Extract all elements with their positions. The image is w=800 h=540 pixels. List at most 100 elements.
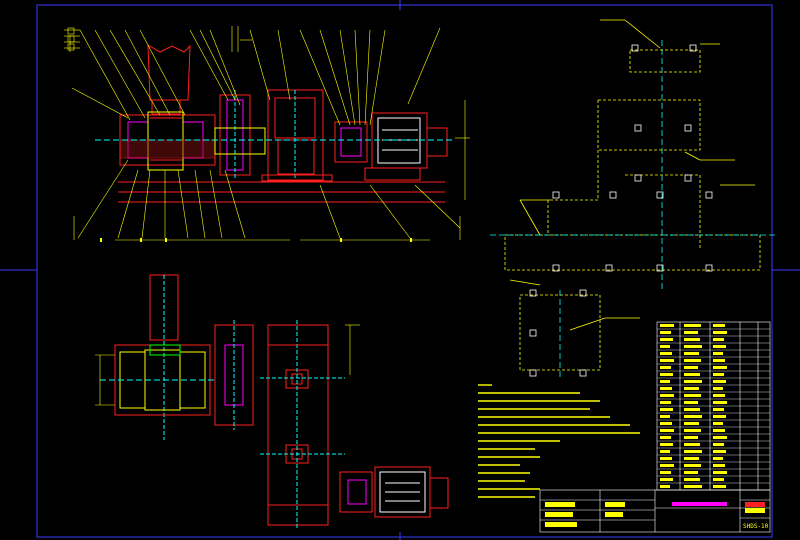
parts-list-entry-mark <box>684 478 700 481</box>
parts-list-entry-mark <box>684 464 701 467</box>
parts-list-entry-mark <box>684 380 702 383</box>
crusher-plan <box>100 344 215 416</box>
parts-list-entry-mark <box>684 373 700 376</box>
parts-list-entry-mark <box>684 359 701 362</box>
parts-list-entry-mark <box>660 373 673 376</box>
parts-list-entry-mark <box>660 338 673 341</box>
parts-list-entry-mark <box>684 471 698 474</box>
parts-list-entries <box>660 324 727 488</box>
parts-list-entry-mark <box>684 443 700 446</box>
parts-list-entry-mark <box>713 429 725 432</box>
technical-notes <box>478 384 640 498</box>
parts-list-entry-mark <box>713 422 723 425</box>
coupling-elevation <box>214 90 266 180</box>
parts-list-entry-mark <box>660 436 671 439</box>
parts-list-entry-mark <box>684 387 699 390</box>
parts-list-entry-mark <box>684 394 701 397</box>
parts-list-entry-mark <box>713 408 724 411</box>
parts-list-entry-mark <box>713 457 723 460</box>
parts-list-entry-mark <box>660 415 670 418</box>
parts-list-entry-mark <box>660 359 674 362</box>
parts-list-entry-mark <box>660 464 674 467</box>
parts-list-entry-mark <box>713 373 724 376</box>
parts-list-entry-mark <box>684 415 702 418</box>
parts-list-entry-mark <box>660 450 670 453</box>
parts-list-entry-mark <box>660 422 672 425</box>
parts-list-entry-mark <box>713 471 727 474</box>
parts-list-entry-mark <box>660 457 672 460</box>
elevation-view <box>64 26 470 242</box>
parts-list-entry-mark <box>713 464 725 467</box>
parts-list-entry-mark <box>684 331 698 334</box>
gearbox-plan <box>260 320 345 530</box>
parts-list-entry-mark <box>713 485 726 488</box>
plan-view <box>95 274 449 530</box>
parts-list-entry-mark <box>660 324 674 327</box>
feed-hopper <box>147 44 191 115</box>
parts-list-entry-mark <box>713 478 724 481</box>
parts-list-entry-mark <box>660 429 674 432</box>
parts-list-entry-mark <box>660 387 672 390</box>
parts-list-entry-mark <box>660 471 671 474</box>
chute-plan <box>149 274 179 440</box>
parts-list-entry-mark <box>713 387 723 390</box>
parts-list-entry-mark <box>684 338 700 341</box>
parts-list-entry-mark <box>713 359 725 362</box>
parts-list-entry-mark <box>713 443 724 446</box>
base-frame-elevation <box>118 181 445 203</box>
parts-list-entry-mark <box>684 352 699 355</box>
parts-list-entry-mark <box>660 443 673 446</box>
parts-list-entry-mark <box>660 345 670 348</box>
drawing-number: SHDS-10 <box>743 523 769 530</box>
parts-list-entry-mark <box>713 401 727 404</box>
parts-list-entry-mark <box>660 408 673 411</box>
motor-elevation <box>95 112 455 181</box>
parts-list-entry-mark <box>684 457 699 460</box>
parts-list-entry-mark <box>660 380 670 383</box>
parts-list-entry-mark <box>713 345 726 348</box>
foundation-plan <box>490 19 775 380</box>
parts-list-entry-mark <box>713 436 727 439</box>
coupling-plan <box>214 320 254 430</box>
parts-list-entry-mark <box>684 436 698 439</box>
parts-list-entry-mark <box>684 345 702 348</box>
dimension-lines-plan <box>95 324 360 406</box>
parts-list-entry-mark <box>713 450 726 453</box>
title-block-marks <box>545 502 765 527</box>
parts-list-entry-mark <box>684 324 701 327</box>
motor-plan <box>339 466 449 518</box>
parts-list-entry-mark <box>660 366 671 369</box>
parts-list-entry-mark <box>684 485 702 488</box>
parts-list-entry-mark <box>660 394 674 397</box>
parts-list-entry-mark <box>713 366 727 369</box>
title-block <box>539 489 771 533</box>
parts-list-entry-mark <box>713 394 725 397</box>
parts-list-entry-mark <box>660 401 671 404</box>
parts-list-entry-mark <box>713 324 725 327</box>
parts-list-entry-mark <box>684 366 698 369</box>
dimension-lines-elevation <box>64 26 470 241</box>
parts-list-entry-mark <box>660 485 670 488</box>
gearbox-elevation <box>261 89 333 182</box>
parts-list-entry-mark <box>684 422 699 425</box>
anchor-bolt-holes <box>529 44 713 377</box>
parts-list-entry-mark <box>684 450 702 453</box>
parts-list-entry-mark <box>660 331 671 334</box>
parts-list-entry-mark <box>713 338 724 341</box>
parts-list-entry-mark <box>660 352 672 355</box>
leader-lines-bottom <box>77 159 461 239</box>
parts-list-entry-mark <box>713 352 723 355</box>
leader-lines-top <box>71 27 441 126</box>
parts-list-entry-mark <box>713 331 727 334</box>
parts-list-entry-mark <box>684 408 700 411</box>
parts-list-entry-mark <box>684 401 698 404</box>
parts-list-entry-mark <box>660 478 673 481</box>
balloon-marks <box>67 27 412 242</box>
parts-list-entry-mark <box>713 415 726 418</box>
crusher-body <box>119 111 216 171</box>
parts-list-entry-mark <box>684 429 701 432</box>
parts-list-entry-mark <box>713 380 726 383</box>
parts-list-rows <box>657 328 770 484</box>
